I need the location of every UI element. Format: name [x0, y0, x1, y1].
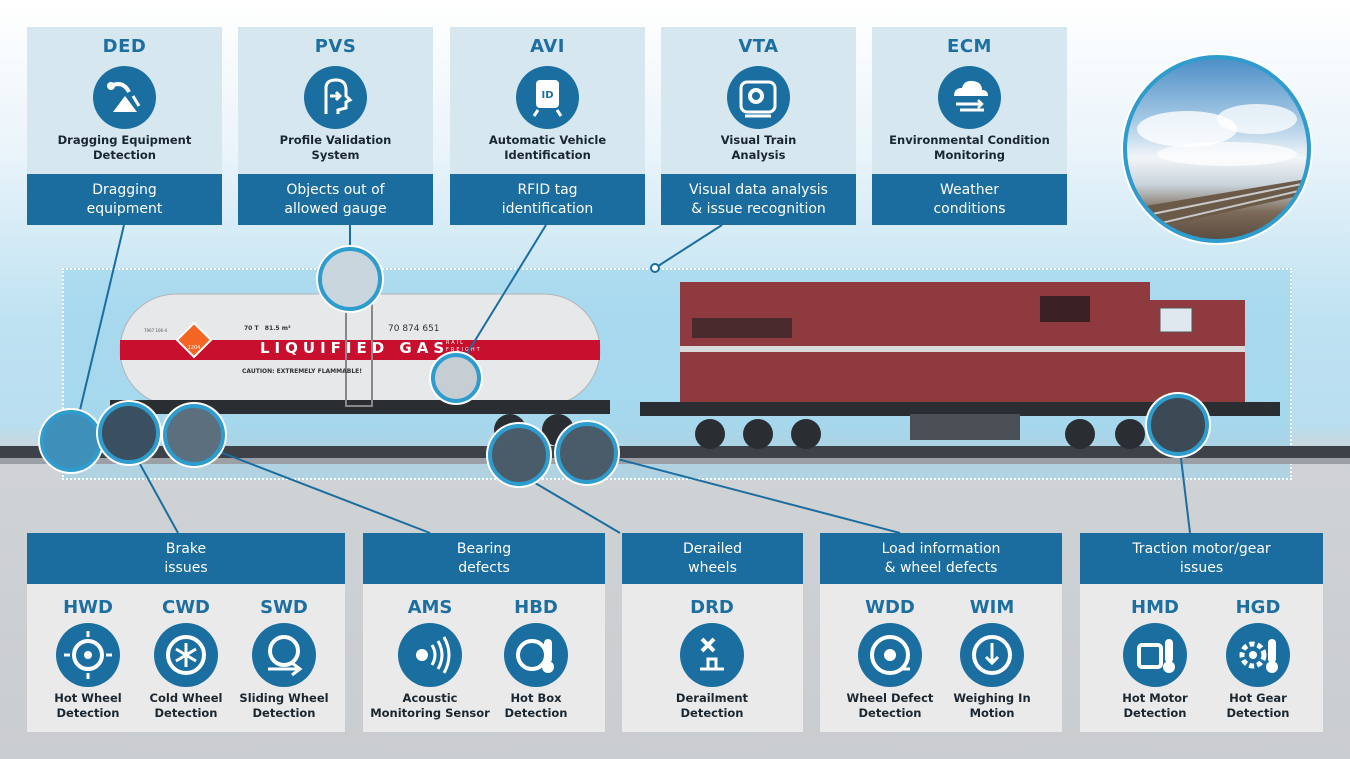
sliding-wheel-icon — [252, 623, 316, 687]
card-full-name: Environmental Condition Monitoring — [889, 133, 1050, 162]
rfid-zoom-marker — [431, 353, 481, 403]
card-issue: Dragging equipment — [27, 174, 222, 225]
camera-icon — [727, 66, 790, 129]
sensor-drd: DRD Derailment Detection — [675, 597, 749, 720]
card-abbr: AVI — [530, 36, 565, 57]
hot-gear-icon — [1226, 623, 1290, 687]
card-abbr: VTA — [738, 36, 779, 57]
hot-motor-icon — [1123, 623, 1187, 687]
id-train-icon: ID — [516, 66, 579, 129]
cloud-wind-icon — [938, 66, 1001, 129]
tank-brand: LIQUIFIED GAS — [260, 339, 450, 357]
weather-photo — [1123, 55, 1311, 243]
derail-zoom-marker — [488, 424, 550, 486]
card-ded: DED Dragging Equipment Detection Draggin… — [27, 27, 222, 225]
sensor-hgd: HGD Hot Gear Detection — [1226, 597, 1290, 720]
panel-title: Bearing defects — [363, 533, 605, 584]
tank-capacity: 70 T 81.5 m³ — [244, 325, 291, 332]
sensor-cwd: CWD Cold Wheel Detection — [149, 597, 223, 720]
acoustic-sensor-icon — [398, 623, 462, 687]
dragging-equipment-icon — [93, 66, 156, 129]
tank-number: 70 874 651 — [388, 324, 440, 334]
card-issue: Weather conditions — [872, 174, 1067, 225]
panel-load: Load information & wheel defects WDD Whe… — [820, 533, 1062, 732]
panel-title: Load information & wheel defects — [820, 533, 1062, 584]
bearing-zoom-marker — [163, 404, 225, 466]
card-vta: VTA Visual Train Analysis Visual data an… — [661, 27, 856, 225]
sensor-hmd: HMD Hot Motor Detection — [1122, 597, 1188, 720]
card-issue: RFID tag identification — [450, 174, 645, 225]
panel-title: Derailed wheels — [622, 533, 803, 584]
sensor-hbd: HBD Hot Box Detection — [504, 597, 568, 720]
panel-title: Traction motor/gear issues — [1080, 533, 1323, 584]
sensor-wim: WIM Weighing In Motion — [953, 597, 1031, 720]
tank-caution: CAUTION: EXTREMELY FLAMMABLE! — [242, 368, 362, 375]
brake-wheel-zoom-marker — [98, 402, 160, 464]
card-ecm: ECM Environmental Condition Monitoring W… — [872, 27, 1067, 225]
card-issue: Visual data analysis & issue recognition — [661, 174, 856, 225]
tank-sub: RAIL FREIGHT — [446, 340, 482, 353]
derailment-icon — [680, 623, 744, 687]
dragging-zoom-marker — [40, 410, 102, 472]
locomotive — [640, 278, 1280, 450]
card-issue: Objects out of allowed gauge — [238, 174, 433, 225]
card-full-name: Profile Validation System — [279, 133, 392, 162]
gauge-zoom-marker — [318, 247, 382, 311]
panel-traction: Traction motor/gear issues HMD Hot Motor… — [1080, 533, 1323, 732]
panel-derailed: Derailed wheels DRD Derailment Detection — [622, 533, 803, 732]
profile-validation-icon — [304, 66, 367, 129]
panel-bearing: Bearing defects AMS Acoustic Monitoring … — [363, 533, 605, 732]
sensor-ams: AMS Acoustic Monitoring Sensor — [370, 597, 490, 720]
sensor-swd: SWD Sliding Wheel Detection — [239, 597, 329, 720]
card-full-name: Dragging Equipment Detection — [57, 133, 192, 162]
svg-text:ID: ID — [541, 90, 553, 101]
hot-wheel-icon — [56, 623, 120, 687]
card-abbr: PVS — [314, 36, 357, 57]
traction-zoom-marker — [1147, 394, 1209, 456]
card-abbr: ECM — [947, 36, 992, 57]
card-pvs: PVS Profile Validation System Objects ou… — [238, 27, 433, 225]
wheel-defect-zoom-marker — [556, 422, 618, 484]
sensor-wdd: WDD Wheel Defect Detection — [846, 597, 934, 720]
tank-code: 7967 106-4 — [144, 328, 168, 333]
cold-wheel-icon — [154, 623, 218, 687]
card-full-name: Visual Train Analysis — [720, 133, 797, 162]
panel-title: Brake issues — [27, 533, 345, 584]
card-avi: AVI ID Automatic Vehicle Identification … — [450, 27, 645, 225]
card-full-name: Automatic Vehicle Identification — [488, 133, 607, 162]
panel-brake: Brake issues HWD Hot Wheel Detection CWD… — [27, 533, 345, 732]
card-abbr: DED — [102, 36, 147, 57]
hazard-code: 1204 — [187, 345, 201, 351]
weighing-icon — [960, 623, 1024, 687]
hot-box-icon — [504, 623, 568, 687]
wheel-defect-icon — [858, 623, 922, 687]
sensor-hwd: HWD Hot Wheel Detection — [54, 597, 122, 720]
